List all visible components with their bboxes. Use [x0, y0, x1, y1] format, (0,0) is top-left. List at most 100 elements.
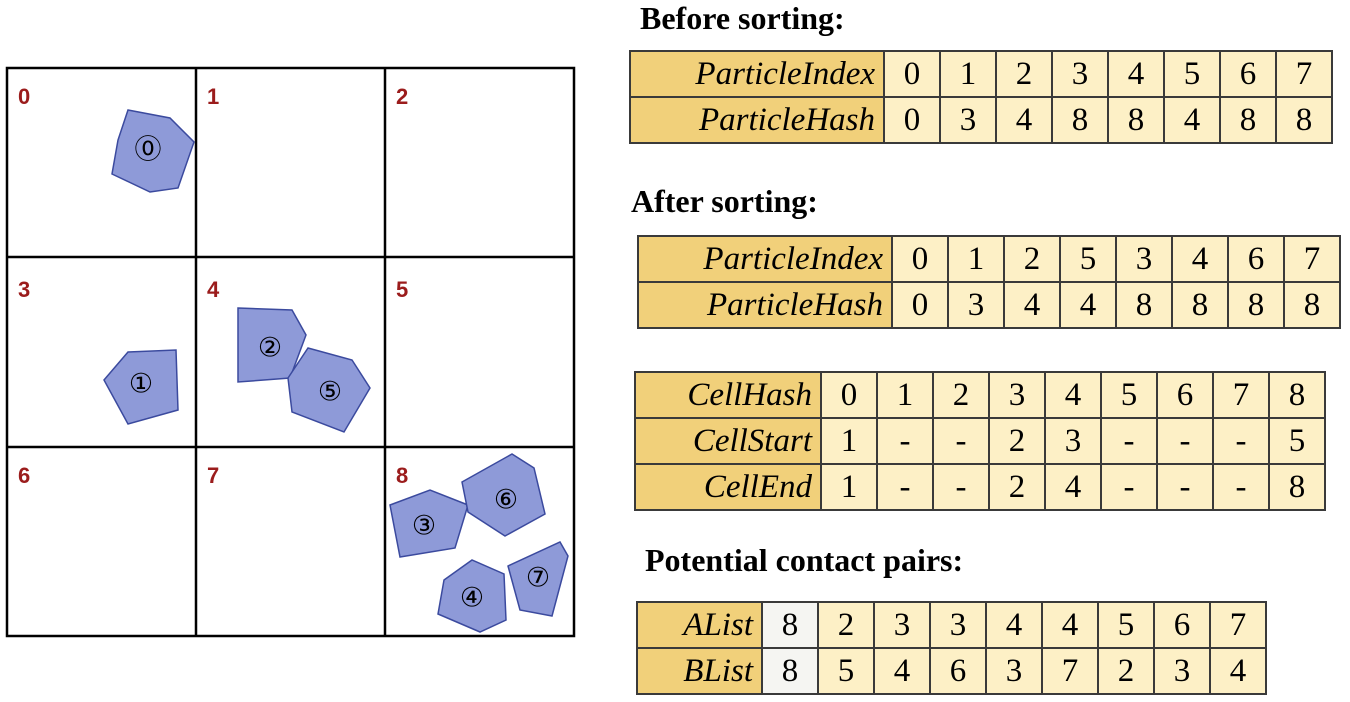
table-cell: 3 — [873, 601, 931, 649]
table-cell: 3 — [1153, 647, 1211, 695]
table-cell: 4 — [873, 647, 931, 695]
particle-7-label: ⑦ — [526, 563, 550, 594]
table-cell: 3 — [1044, 417, 1102, 465]
particle-7-shape — [507, 541, 569, 617]
table-cell: 1 — [820, 463, 878, 511]
table-cell: 8 — [1268, 371, 1326, 419]
after-sorting-title: After sorting: — [631, 183, 818, 219]
table-cell: 4 — [985, 601, 1043, 649]
table-row: ParticleIndex 0 1 2 3 4 5 6 7 — [629, 50, 1333, 98]
table-cell: 7 — [1275, 50, 1333, 98]
table-cell: 8 — [1283, 281, 1341, 329]
table-cell: 5 — [1163, 50, 1221, 98]
table-cell: 8 — [1227, 281, 1285, 329]
table-cell: 3 — [929, 601, 987, 649]
particle-4-shape — [437, 559, 507, 633]
table-cell: 0 — [891, 281, 949, 329]
table-cell: 6 — [929, 647, 987, 695]
contact-pairs-title: Potential contact pairs: — [645, 542, 964, 578]
particle-6-shape — [461, 453, 546, 537]
table-cell: 5 — [1100, 371, 1158, 419]
cell-label-2: 2 — [396, 84, 408, 109]
row-label: ParticleHash — [637, 281, 893, 329]
table-cell: 2 — [995, 50, 1053, 98]
table-row: BList 8 5 4 6 3 7 2 3 4 — [636, 647, 1267, 695]
table-cell: 0 — [883, 50, 941, 98]
row-label: AList — [636, 601, 763, 649]
row-label: ParticleHash — [629, 96, 885, 144]
pair-count-cell: 8 — [761, 647, 819, 695]
table-cell: 0 — [883, 96, 941, 144]
table-row: AList 8 2 3 3 4 4 5 6 7 — [636, 601, 1267, 649]
table-cell: 6 — [1219, 50, 1277, 98]
table-row: ParticleHash 0 3 4 4 8 8 8 8 — [637, 281, 1341, 329]
table-cell: - — [1156, 417, 1214, 465]
particle-0-label: ⓪ — [135, 135, 162, 166]
cell-label-1: 1 — [207, 84, 219, 109]
table-cell: 8 — [1219, 96, 1277, 144]
cell-label-5: 5 — [396, 277, 408, 302]
table-cell: 4 — [1163, 96, 1221, 144]
particle-2-label: ② — [258, 333, 282, 364]
cell-label-4: 4 — [207, 277, 220, 302]
table-cell: 0 — [820, 371, 878, 419]
particle-3-shape — [389, 489, 469, 558]
cell-label-6: 6 — [18, 463, 30, 488]
particle-1-label: ① — [129, 369, 153, 400]
table-cell: 7 — [1283, 235, 1341, 283]
particle-5-label: ⑤ — [318, 377, 342, 408]
table-row: ParticleIndex 0 1 2 5 3 4 6 7 — [637, 235, 1341, 283]
cell-label-7: 7 — [207, 463, 219, 488]
table-cell: 2 — [988, 417, 1046, 465]
particle-6-label: ⑥ — [494, 485, 518, 516]
spatial-grid: 0 1 2 3 4 5 6 7 8 ⓪ ① ② ⑤ ③ ⑥ ④ ⑦ — [5, 66, 576, 638]
table-cell: 3 — [988, 371, 1046, 419]
pair-count-cell: 8 — [761, 601, 819, 649]
particle-2-shape — [237, 307, 307, 383]
table-cell: - — [932, 463, 990, 511]
table-cell: 2 — [932, 371, 990, 419]
table-cell: 2 — [1003, 235, 1061, 283]
table-cell: 8 — [1171, 281, 1229, 329]
table-cell: - — [932, 417, 990, 465]
table-cell: 4 — [995, 96, 1053, 144]
table-row: CellEnd 1 - - 2 4 - - - 8 — [634, 463, 1326, 511]
particle-0-shape — [111, 109, 195, 193]
table-cell: 4 — [1059, 281, 1117, 329]
table-cell: 1 — [939, 50, 997, 98]
table-cell: - — [1156, 463, 1214, 511]
table-cell: 4 — [1003, 281, 1061, 329]
row-label: CellStart — [634, 417, 822, 465]
table-cell: 6 — [1153, 601, 1211, 649]
table-cell: 3 — [947, 281, 1005, 329]
table-cell: 5 — [1268, 417, 1326, 465]
table-cell: - — [1100, 463, 1158, 511]
table-row: CellHash 0 1 2 3 4 5 6 7 8 — [634, 371, 1326, 419]
particle-3-label: ③ — [412, 511, 436, 542]
before-sorting-table: ParticleIndex 0 1 2 3 4 5 6 7 ParticleHa… — [629, 50, 1333, 144]
after-sorting-table: ParticleIndex 0 1 2 5 3 4 6 7 ParticleHa… — [637, 235, 1341, 329]
table-cell: 1 — [876, 371, 934, 419]
table-cell: 8 — [1107, 96, 1165, 144]
table-cell: 6 — [1156, 371, 1214, 419]
row-label: CellHash — [634, 371, 822, 419]
table-cell: 8 — [1051, 96, 1109, 144]
table-row: ParticleHash 0 3 4 8 8 4 8 8 — [629, 96, 1333, 144]
table-cell: 5 — [817, 647, 875, 695]
table-cell: 8 — [1275, 96, 1333, 144]
table-cell: 8 — [1115, 281, 1173, 329]
cell-hash-table: CellHash 0 1 2 3 4 5 6 7 8 CellStart 1 -… — [634, 371, 1326, 511]
table-cell: 4 — [1044, 371, 1102, 419]
table-cell: 5 — [1097, 601, 1155, 649]
table-cell: 4 — [1107, 50, 1165, 98]
table-cell: 0 — [891, 235, 949, 283]
table-cell: 3 — [939, 96, 997, 144]
table-cell: - — [1212, 417, 1270, 465]
table-cell: - — [876, 417, 934, 465]
table-cell: 7 — [1041, 647, 1099, 695]
table-cell: 5 — [1059, 235, 1117, 283]
table-cell: 2 — [988, 463, 1046, 511]
table-cell: - — [1100, 417, 1158, 465]
particle-4-label: ④ — [460, 583, 484, 614]
cell-label-0: 0 — [18, 84, 30, 109]
